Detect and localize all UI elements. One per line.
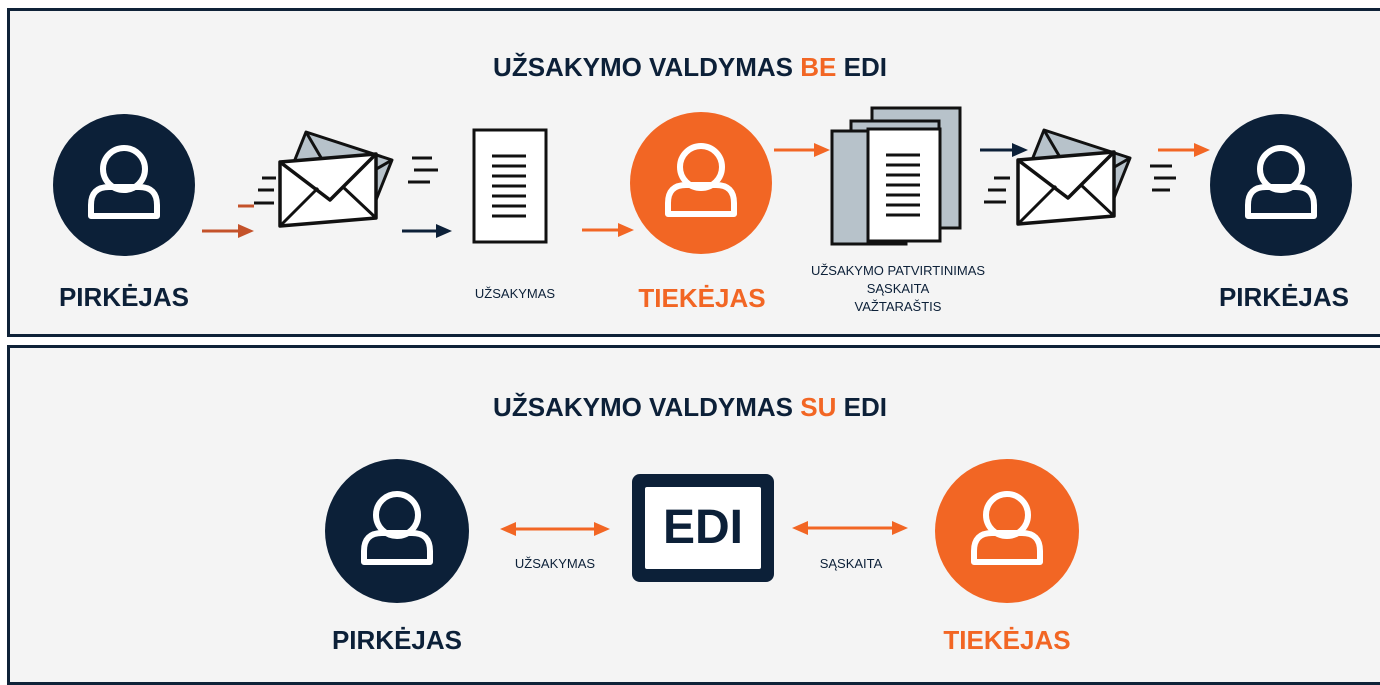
- label-supplier-top: TIEKĖJAS: [638, 283, 766, 313]
- edi-label: EDI: [662, 501, 743, 554]
- document-stack-icon: [830, 106, 962, 246]
- label-documents: UŽSAKYMO PATVIRTINIMAS SĄSKAITA VAŽTARAŠ…: [778, 262, 1018, 316]
- double-arrow-icon: [792, 521, 908, 535]
- label-doc-confirmation: UŽSAKYMO PATVIRTINIMAS: [810, 263, 986, 278]
- label-supplier-bottom: TIEKĖJAS: [943, 625, 1071, 655]
- label-doc-invoice: SĄSKAITA: [866, 281, 930, 296]
- title-with-edi: UŽSAKYMO VALDYMAS SU EDI: [493, 392, 887, 422]
- label-buyer-top-right: PIRKĖJAS: [1218, 282, 1350, 312]
- label-order-document: UŽSAKYMAS: [474, 286, 556, 301]
- edi-box: [632, 474, 774, 582]
- title-without-edi: UŽSAKYMO VALDYMAS BE EDI: [493, 52, 887, 82]
- document-icon-order: [472, 128, 548, 244]
- arrow-icon: [202, 224, 254, 238]
- arrow-icon: [980, 143, 1028, 157]
- label-flow-order: UŽSAKYMAS: [514, 556, 596, 571]
- arrow-icon: [582, 223, 634, 237]
- user-icon-buyer-bottom: [325, 459, 469, 603]
- arrow-icon: [402, 224, 452, 238]
- user-icon-buyer-top-right: [1210, 114, 1352, 256]
- arrow-icon: [1158, 143, 1210, 157]
- label-flow-invoice: SĄSKAITA: [819, 556, 883, 571]
- user-icon-buyer-top-left: [53, 114, 195, 256]
- envelope-icon: [238, 130, 438, 228]
- title-accent-su: SU: [800, 392, 837, 422]
- label-buyer-bottom: PIRKĖJAS: [331, 625, 463, 655]
- user-icon-supplier-bottom: [935, 459, 1079, 603]
- label-buyer-top-left: PIRKĖJAS: [58, 282, 190, 312]
- label-doc-waybill: VAŽTARAŠTIS: [854, 299, 942, 314]
- user-icon-supplier-top: [630, 112, 772, 254]
- arrow-icon: [774, 143, 830, 157]
- title-accent-be: BE: [800, 52, 837, 82]
- double-arrow-icon: [500, 522, 610, 536]
- envelope-icon: [984, 128, 1176, 226]
